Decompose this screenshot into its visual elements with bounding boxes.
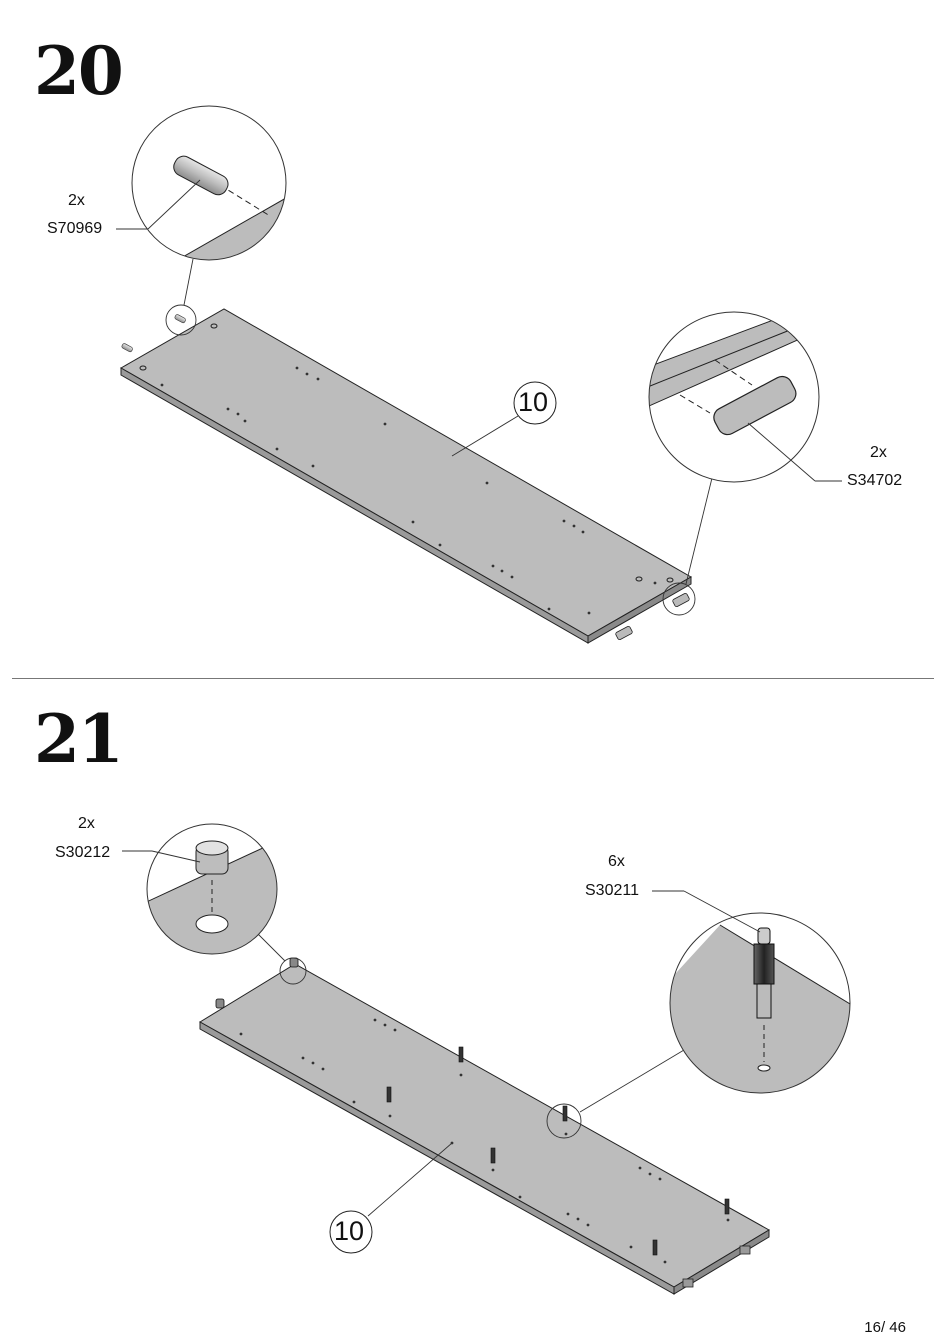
part-qty-s34702: 2x (870, 445, 887, 461)
part-qty-s30212: 2x (78, 816, 95, 832)
part-code-s30211: S30211 (585, 883, 639, 899)
step-21-number: 21 (34, 706, 122, 772)
panel-label-step21: 10 (334, 1218, 364, 1245)
panel-label-step20: 10 (518, 389, 548, 416)
panel-10-step20 (121, 309, 691, 643)
zoom-circle-cam (140, 824, 280, 960)
part-code-s34702: S34702 (847, 473, 902, 489)
page-number: 16/ 46 (864, 1319, 906, 1336)
step-divider (12, 678, 934, 679)
part-qty-s70969: 2x (68, 193, 85, 209)
part-code-s70969: S70969 (47, 221, 102, 237)
part-qty-s30211: 6x (608, 854, 625, 870)
zoom-circle-cap (640, 310, 820, 482)
part-code-s30212: S30212 (55, 845, 110, 861)
zoom-circle-bolt (665, 913, 860, 1100)
zoom-circle-dowel (132, 106, 300, 270)
